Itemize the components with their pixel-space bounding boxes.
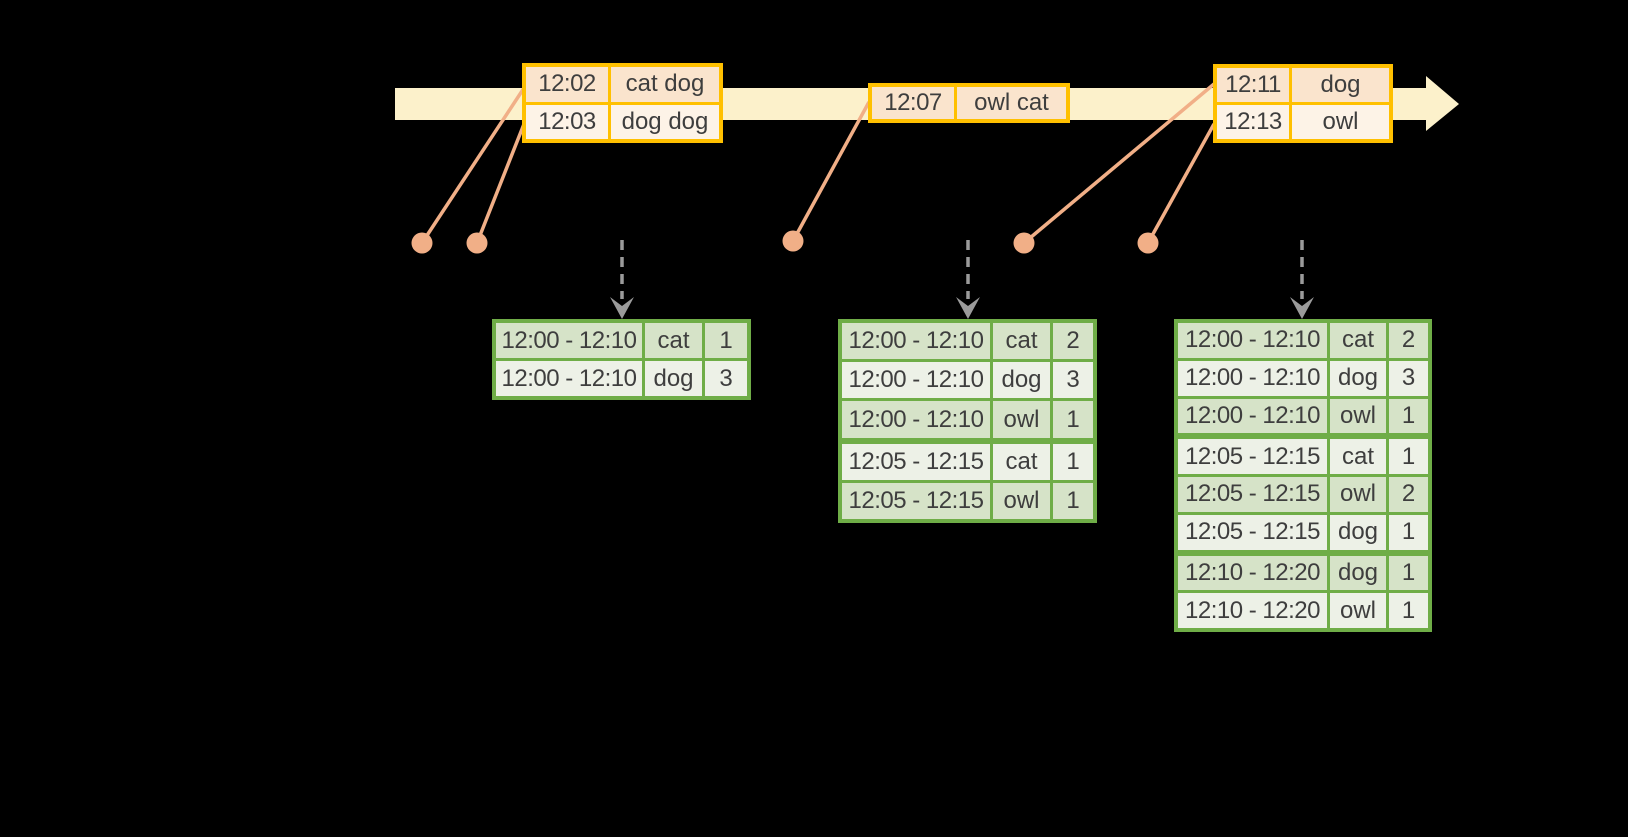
cell-count: 1 bbox=[1389, 593, 1428, 628]
cell-word: owl bbox=[1330, 398, 1386, 434]
cell-word: dog bbox=[1330, 514, 1386, 550]
cell-word: dog bbox=[645, 361, 702, 396]
cell-window: 12:05 - 12:15 bbox=[842, 482, 990, 520]
event-connector-line bbox=[791, 101, 871, 242]
event-dot bbox=[1013, 232, 1035, 254]
cell-window: 12:00 - 12:10 bbox=[1178, 323, 1327, 358]
cell-window: 12:00 - 12:10 bbox=[496, 323, 642, 358]
cell-word: cat bbox=[993, 323, 1050, 360]
event-dot bbox=[411, 232, 433, 254]
cell-time: 12:13 bbox=[1217, 105, 1289, 139]
event-connector-line bbox=[1022, 82, 1216, 245]
cell-time: 12:02 bbox=[526, 67, 608, 102]
cell-word: cat bbox=[645, 323, 702, 358]
cell-window: 12:00 - 12:10 bbox=[1178, 360, 1327, 396]
cell-window: 12:05 - 12:15 bbox=[842, 443, 990, 480]
event-dot bbox=[782, 230, 804, 252]
cell-window: 12:10 - 12:20 bbox=[1178, 593, 1327, 628]
event-connector-line bbox=[420, 87, 526, 244]
cell-window: 12:00 - 12:10 bbox=[496, 361, 642, 396]
cell-count: 2 bbox=[1389, 477, 1428, 512]
cell-words: owl cat bbox=[957, 87, 1066, 119]
cell-time: 12:07 bbox=[872, 87, 954, 119]
cell-words: dog dog bbox=[611, 104, 719, 139]
cell-words: dog bbox=[1292, 68, 1389, 102]
cell-window: 12:05 - 12:15 bbox=[1178, 514, 1327, 550]
cell-word: dog bbox=[1330, 555, 1386, 591]
cell-window: 12:00 - 12:10 bbox=[842, 323, 990, 360]
cell-word: owl bbox=[993, 401, 1050, 438]
cell-word: cat bbox=[1330, 323, 1386, 358]
cell-count: 3 bbox=[705, 361, 747, 396]
cell-count: 3 bbox=[1389, 360, 1428, 396]
cell-count: 1 bbox=[1389, 439, 1428, 474]
cell-count: 2 bbox=[1389, 323, 1428, 358]
event-connector-line bbox=[475, 123, 526, 244]
cell-word: cat bbox=[1330, 439, 1386, 474]
cell-count: 3 bbox=[1053, 362, 1093, 399]
cell-time: 12:11 bbox=[1217, 68, 1289, 102]
cell-word: cat bbox=[993, 443, 1050, 480]
trigger-arrow-head bbox=[610, 297, 634, 319]
cell-count: 1 bbox=[705, 323, 747, 358]
cell-count: 1 bbox=[1053, 401, 1093, 438]
cell-count: 1 bbox=[1053, 482, 1093, 520]
cell-words: owl bbox=[1292, 105, 1389, 139]
cell-count: 1 bbox=[1053, 443, 1093, 480]
cell-time: 12:03 bbox=[526, 104, 608, 139]
event-dot bbox=[1137, 232, 1159, 254]
cell-count: 1 bbox=[1389, 555, 1428, 591]
cell-window: 12:00 - 12:10 bbox=[1178, 398, 1327, 434]
cell-word: dog bbox=[1330, 360, 1386, 396]
cell-word: owl bbox=[993, 482, 1050, 520]
cell-window: 12:05 - 12:15 bbox=[1178, 439, 1327, 474]
cell-word: owl bbox=[1330, 477, 1386, 512]
cell-word: dog bbox=[993, 362, 1050, 399]
event-dot bbox=[466, 232, 488, 254]
cell-window: 12:00 - 12:10 bbox=[842, 401, 990, 438]
cell-word: owl bbox=[1330, 593, 1386, 628]
cell-count: 2 bbox=[1053, 323, 1093, 360]
event-connector-line bbox=[1146, 123, 1216, 244]
trigger-arrow-head bbox=[1290, 297, 1314, 319]
cell-count: 1 bbox=[1389, 398, 1428, 434]
cell-window: 12:05 - 12:15 bbox=[1178, 477, 1327, 512]
trigger-arrow-head bbox=[956, 297, 980, 319]
cell-words: cat dog bbox=[611, 67, 719, 102]
cell-count: 1 bbox=[1389, 514, 1428, 550]
cell-window: 12:00 - 12:10 bbox=[842, 362, 990, 399]
cell-window: 12:10 - 12:20 bbox=[1178, 555, 1327, 591]
